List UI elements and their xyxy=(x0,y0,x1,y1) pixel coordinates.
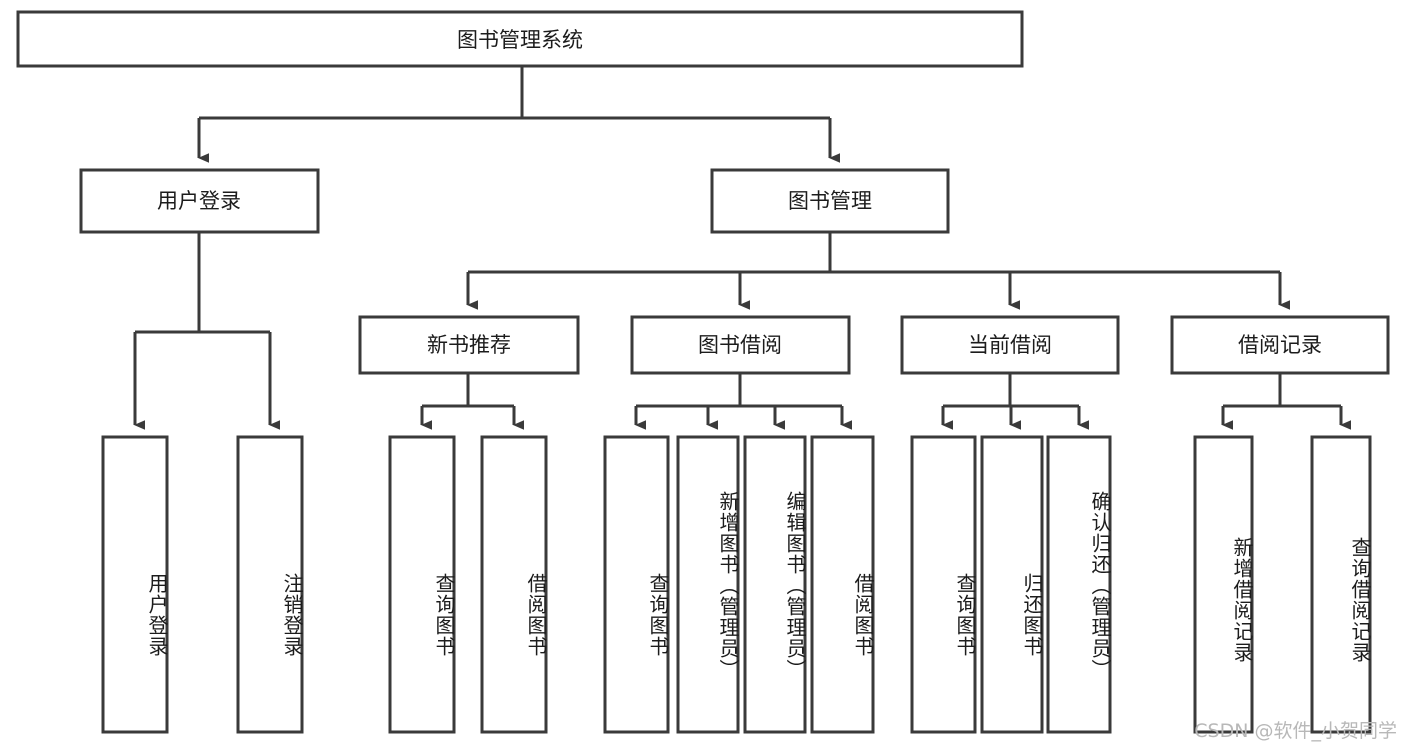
node-current-borrow-label: 当前借阅 xyxy=(968,333,1052,357)
connector-group-root xyxy=(197,66,840,163)
csdn-watermark: CSDN @软件_小贺同学 xyxy=(1194,720,1397,742)
node-current-borrow-box[interactable] xyxy=(900,315,1120,375)
node-new-book-recommend[interactable]: 新书推荐 xyxy=(358,315,580,375)
leaf-box-group xyxy=(101,435,1372,734)
connector-group-new-book xyxy=(420,373,524,430)
node-book-management[interactable]: 图书管理 xyxy=(710,168,950,234)
node-borrow-record-box[interactable] xyxy=(1170,315,1390,375)
leaf-box-query-book-2[interactable] xyxy=(603,435,670,734)
connector-group-borrow xyxy=(634,373,852,430)
leaf-box-return-book[interactable] xyxy=(980,435,1044,734)
leaf-box-edit-book-admin[interactable] xyxy=(743,435,807,734)
node-borrow-record[interactable]: 借阅记录 xyxy=(1170,315,1390,375)
connector-group-current-borrow xyxy=(941,373,1089,430)
leaf-box-query-book-1[interactable] xyxy=(388,435,456,734)
node-borrow-record-label: 借阅记录 xyxy=(1238,333,1322,357)
node-root[interactable]: 图书管理系统 xyxy=(16,10,1024,68)
node-book-borrow[interactable]: 图书借阅 xyxy=(630,315,851,375)
leaf-box-query-book-3[interactable] xyxy=(910,435,977,734)
leaf-box-borrow-book-2[interactable] xyxy=(810,435,875,734)
node-new-book-recommend-label: 新书推荐 xyxy=(427,333,511,357)
node-book-management-label: 图书管理 xyxy=(788,189,872,213)
leaf-box-logout[interactable] xyxy=(236,435,304,734)
node-current-borrow[interactable]: 当前借阅 xyxy=(900,315,1120,375)
leaf-box-add-book-admin[interactable] xyxy=(676,435,740,734)
leaf-box-query-borrow-record[interactable] xyxy=(1310,435,1372,734)
node-root-label: 图书管理系统 xyxy=(457,28,583,52)
connector-group-borrow-record xyxy=(1221,373,1351,430)
node-user-login-box[interactable] xyxy=(79,168,320,234)
leaf-box-add-borrow-record[interactable] xyxy=(1193,435,1254,734)
node-user-login[interactable]: 用户登录 xyxy=(79,168,320,234)
node-root-box[interactable] xyxy=(16,10,1024,68)
leaf-box-user-login[interactable] xyxy=(101,435,169,734)
node-book-management-box[interactable] xyxy=(710,168,950,234)
node-book-borrow-label: 图书借阅 xyxy=(698,333,782,357)
connector-group-user-login xyxy=(133,232,280,430)
leaf-box-confirm-return-admin[interactable] xyxy=(1046,435,1112,734)
connector-group-book-mgmt xyxy=(466,232,1290,310)
node-book-borrow-box[interactable] xyxy=(630,315,851,375)
leaf-box-borrow-book-1[interactable] xyxy=(480,435,548,734)
node-new-book-recommend-box[interactable] xyxy=(358,315,580,375)
node-user-login-label: 用户登录 xyxy=(157,189,241,213)
